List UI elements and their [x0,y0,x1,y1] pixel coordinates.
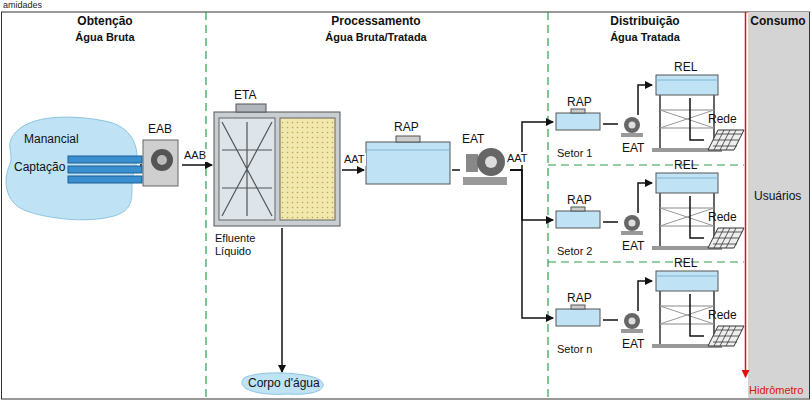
section-heading: Consumo [750,15,805,29]
reservoir-box: RAP [553,193,603,230]
pipe-connector [638,85,652,115]
node-label: REL [674,158,697,172]
sector-label: Setor 1 [557,147,592,160]
node-label: REL [674,256,697,270]
pump-station: EAB [142,120,182,188]
elevated-reservoir: REL [652,156,722,196]
node-label: Rede [708,308,737,322]
pipe-connector [342,169,364,171]
consumer-panel: Usuários [748,12,809,398]
node-label: EAB [148,122,172,136]
node-label: Usuários [754,189,801,203]
section-subheading: Água Tratada [610,31,680,44]
edge-label: AAB [183,149,207,162]
pipe-connector [638,281,652,311]
edge-label: AAT [506,152,529,165]
pipe-connector [510,170,553,318]
pipe-connector [603,319,618,321]
node-label: Rede [708,210,737,224]
caption-fragment: amidades [3,0,42,10]
pipe-connector [638,183,652,213]
section-heading: Obtenção [77,15,132,29]
water-body: Corpo d'água [238,372,326,396]
section-heading: Distribuição [610,15,679,29]
section-subheading: Água Bruta [75,31,134,44]
pipe-connector [690,98,704,140]
pump-station: EAT [618,311,648,356]
node-label: RAP [394,120,419,134]
node-label: EAT [462,132,484,146]
node-label: RAP [567,95,592,109]
pipe-connector [690,196,704,238]
node-label: EAT [622,141,644,155]
sector-label: Setor n [557,343,592,356]
pipe-connector [452,169,460,171]
pipe-connector [603,123,618,125]
elevated-reservoir: REL [652,58,722,98]
reservoir-box: RAP [364,118,452,188]
node-label: EAT [622,239,644,253]
section-heading: Processamento [331,15,420,29]
network-box: Rede [704,206,746,250]
node-label: Manancial [24,132,79,146]
sector-label: Setor 2 [557,245,592,258]
edge-label: Efluente Líquido [214,232,274,258]
node-label: Captação [14,160,65,174]
node-label: ETA [234,88,256,102]
pump-station: EAT [618,213,648,258]
pipe-connector [281,228,283,372]
meter-label: Hidrômetro [749,384,803,397]
node-label: Corpo d'água [248,376,320,390]
network-box: Rede [704,304,746,348]
network-box: Rede [704,108,746,152]
pipe-connector [690,294,704,336]
node-label: RAP [567,193,592,207]
pipe-connector [603,221,618,223]
reservoir-box: RAP [553,291,603,328]
node-label: Rede [708,112,737,126]
node-label: REL [674,60,697,74]
node-label: EAT [622,337,644,351]
pipe-connector [510,170,553,220]
treatment-plant: ETA [212,86,342,228]
pipe-connector [182,164,212,166]
pump-station: EAT [618,115,648,160]
section-subheading: Água Bruta/Tratada [325,31,426,44]
reservoir-box: RAP [553,95,603,132]
node-label: RAP [567,291,592,305]
elevated-reservoir: REL [652,254,722,294]
pump-station: EAT [460,132,510,188]
water-source: ManancialCaptação [4,112,140,222]
edge-label: AAT [343,153,366,166]
